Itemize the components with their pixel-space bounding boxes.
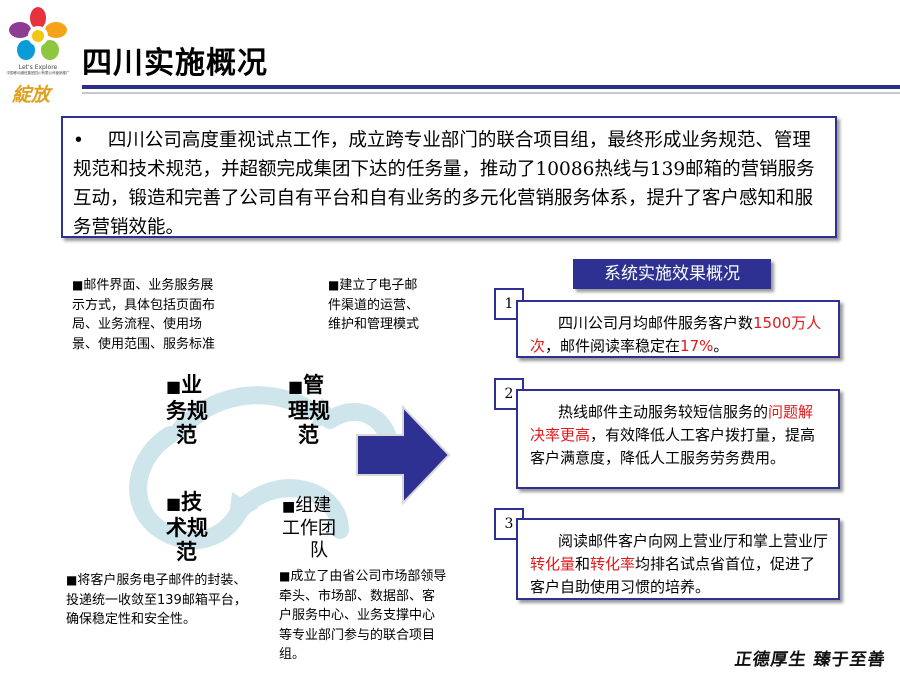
effect-1-part: ，邮件阅读率稳定在 [545, 337, 681, 355]
cycle-diagram [129, 386, 399, 550]
effects-title: 系统实施效果概况 [573, 259, 771, 289]
title-underline-shadow [82, 92, 900, 94]
cycle-arrowhead-top [310, 398, 342, 428]
cycle-arrow-top [171, 386, 319, 439]
label-management-standard: ■管 理规 范 [288, 373, 348, 447]
label-business-line3: 范 [176, 423, 197, 447]
note-business: ■邮件界面、业务服务展示方式，具体包括页面布局、业务流程、使用场景、使用范围、服… [72, 276, 217, 354]
flower-logo-icon [9, 7, 67, 60]
label-technical-line3: 范 [176, 540, 197, 564]
note-technical: ■将客户服务电子邮件的封装、投递统一收敛至139邮箱平台，确保稳定性和安全性。 [66, 571, 251, 630]
cycle-arrow-left [129, 426, 249, 550]
note-team-text: 成立了由省公司市场部领导牵头、市场部、数据部、客户服务中心、业务支撑中心等专业部… [279, 569, 447, 662]
label-marker: ■ [166, 494, 182, 513]
label-management-line2: 理规 [288, 399, 330, 423]
label-team-line2: 工作团 [282, 518, 336, 539]
label-business-line1: 业 [181, 373, 203, 397]
effect-1-part: 。 [713, 337, 729, 355]
note-technical-text: 将客户服务电子邮件的封装、投递统一收敛至139邮箱平台，确保稳定性和安全性。 [66, 573, 247, 627]
effect-2-highlight: 问题解决率更高 [530, 403, 814, 444]
note-marker: ■ [279, 569, 291, 583]
cycle-arrowhead-mid [228, 492, 258, 526]
label-technical-line2: 术规 [166, 516, 208, 540]
effect-item-1: 四川公司月均邮件服务客户数1500万人次，邮件阅读率稳定在17%。 [516, 300, 840, 358]
label-business-line2: 务规 [166, 399, 208, 423]
label-management-line3: 范 [298, 423, 319, 447]
effect-3-part: 和 [575, 555, 591, 573]
summary-box: •四川公司高度重视试点工作，成立跨专业部门的联合项目组，最终形成业务规范、管理规… [61, 116, 837, 238]
logo-caption-en: Let's Explore [18, 64, 58, 71]
note-management-text: 建立了电子邮件渠道的运营、维护和管理模式 [328, 278, 420, 332]
label-team-line1: 组建 [295, 495, 332, 516]
note-team: ■成立了由省公司市场部领导牵头、市场部、数据部、客户服务中心、业务支撑中心等专业… [279, 567, 447, 665]
effect-3-highlight: 转化量 [530, 555, 576, 573]
label-business-standard: ■业 务规 范 [166, 373, 226, 447]
footer-signature: 正德厚生 臻于至善 [733, 650, 887, 670]
note-business-text: 邮件界面、业务服务展示方式，具体包括页面布局、业务流程、使用场景、使用范围、服务… [72, 278, 216, 352]
label-marker: ■ [166, 377, 182, 396]
effect-item-2: 热线邮件主动服务较短信服务的问题解决率更高，有效降低人工客户拨打量，提高客户满意… [516, 389, 840, 489]
effect-1-highlight: 17% [680, 337, 714, 355]
note-management: ■建立了电子邮件渠道的运营、维护和管理模式 [328, 276, 428, 335]
logo-caption-small: 中国移动通信集团四川有限公司营销推广 [6, 71, 70, 75]
effect-3-highlight: 转化率 [590, 555, 636, 573]
label-technical-standard: ■技 术规 范 [166, 490, 226, 564]
effect-1-highlight: 1500万人次 [530, 314, 822, 355]
logo-script: 綻放 [12, 84, 51, 106]
effect-1-part: 四川公司月均邮件服务客户数 [558, 314, 754, 332]
big-right-arrow-icon [356, 405, 451, 505]
page-title: 四川实施概况 [82, 46, 268, 81]
title-underline [82, 85, 900, 89]
label-team-line3: 队 [310, 540, 328, 561]
label-technical-line1: 技 [181, 490, 203, 514]
effect-3-part: 阅读邮件客户向网上营业厅和掌上营业厅 [558, 532, 829, 550]
logo [4, 6, 72, 102]
effect-2-part: ，有效降低人工客户拨打量，提高客户满意度，降低人工服务劳务费用。 [530, 426, 816, 467]
note-marker: ■ [72, 278, 84, 292]
label-management-line1: 管 [303, 373, 325, 397]
summary-bullet: • [73, 130, 84, 151]
cycle-arrow-mid [231, 479, 349, 539]
note-marker: ■ [328, 278, 340, 292]
summary-text: 四川公司高度重视试点工作，成立跨专业部门的联合项目组，最终形成业务规范、管理规范… [73, 130, 815, 238]
label-marker: ■ [288, 377, 304, 396]
effect-2-part: 热线邮件主动服务较短信服务的 [558, 403, 769, 421]
effect-item-3: 阅读邮件客户向网上营业厅和掌上营业厅转化量和转化率均排名试点省首位，促进了客户自… [516, 518, 840, 600]
label-build-team: ■组建 工作团 队 [282, 495, 352, 562]
effect-3-part: 均排名试点省首位，促进了客户自助使用习惯的培养。 [530, 555, 816, 596]
label-marker: ■ [282, 499, 296, 515]
note-marker: ■ [66, 573, 78, 587]
logo-caption: Let's Explore 中国移动通信集团四川有限公司营销推广 [4, 64, 72, 76]
